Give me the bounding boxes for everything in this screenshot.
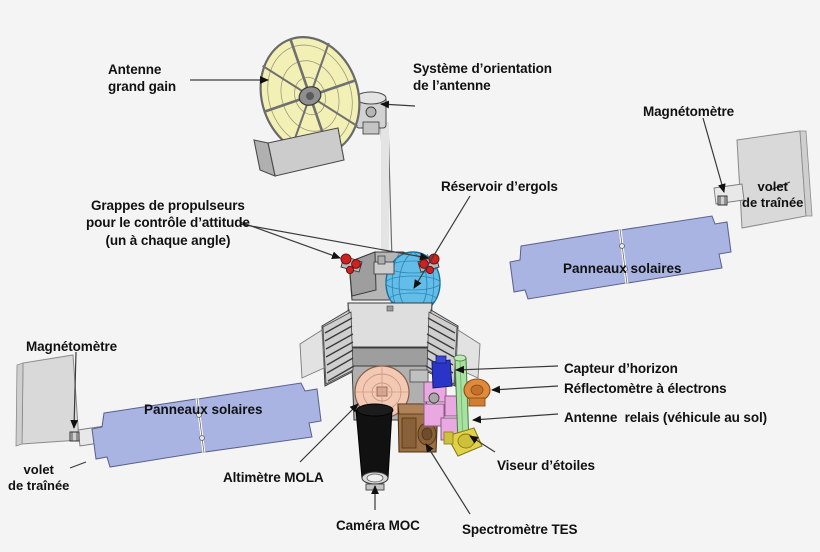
solar-wing-left <box>15 354 322 468</box>
leader-drag-flap-right <box>769 181 791 191</box>
deck-equipment-stub <box>377 255 386 265</box>
horizon-sensor <box>431 355 453 389</box>
leader-thruster-right <box>239 223 429 261</box>
magnetometer-right-sensor <box>717 195 728 206</box>
leader-horizon-sensor <box>455 365 559 374</box>
solar-panel-right-outer <box>620 215 732 284</box>
label-horizon-sensor: Capteur d’horizon <box>564 361 678 376</box>
leader-tes <box>425 443 471 515</box>
leader-thruster-left <box>239 221 341 259</box>
thruster-cluster-left <box>340 253 363 275</box>
solar-panel-right-hinge-line <box>619 228 628 285</box>
label-thruster-clusters: Grappes de propulseurs pour le contrôle … <box>86 198 250 248</box>
drag-flap-left-edge <box>15 362 24 447</box>
label-mola-altimeter: Altimètre MOLA <box>223 470 324 485</box>
moc-camera <box>355 403 394 491</box>
label-solar-panels-left: Panneaux solaires <box>144 402 263 417</box>
label-tes-spectrometer: Spectromètre TES <box>462 522 578 537</box>
leader-magnetometer-right <box>702 117 726 193</box>
antenna-backing-box-side <box>253 139 276 177</box>
hinge-fitting-left-2 <box>199 435 205 441</box>
label-high-gain-antenna: Antenne grand gain <box>108 62 177 95</box>
solar-panel-left-inner <box>197 382 322 453</box>
relay-antenna <box>453 354 470 445</box>
drag-flap-right-edge <box>799 130 813 217</box>
label-solar-panels-right: Panneaux solaires <box>563 261 682 276</box>
bus-face-fitting <box>386 305 394 312</box>
drag-flap-left <box>21 354 80 445</box>
label-moc-camera: Caméra MOC <box>336 518 420 533</box>
leader-drag-flap-left <box>69 461 87 469</box>
high-gain-antenna <box>253 36 393 261</box>
label-relay-antenna: Antenne relais (véhicule au sol) <box>564 410 768 425</box>
leader-electron-reflectometer <box>491 385 559 394</box>
payload-mount-bracket <box>409 369 429 383</box>
label-electron-reflectometer: Réflectomètre à électrons <box>564 381 727 396</box>
leader-star-scanner <box>469 435 496 453</box>
bus-lower-band <box>349 347 431 367</box>
leader-antenna-pointing <box>380 100 416 109</box>
instrument-payload <box>354 354 491 491</box>
magnetometer-left-sensor <box>69 431 80 442</box>
wing-strut-left <box>299 329 325 379</box>
label-star-scanner: Viseur d’étoiles <box>497 458 595 473</box>
label-drag-flap-left: volet de traînée <box>8 462 70 494</box>
label-propellant-tank: Réservoir d’ergols <box>441 179 558 194</box>
hinge-fitting-right-2 <box>622 266 628 272</box>
hinge-fitting-left-1 <box>196 412 202 418</box>
star-scanner <box>443 427 483 457</box>
label-magnetometer-left: Magnétomètre <box>26 339 118 354</box>
radiator-louvers-left <box>321 309 355 387</box>
label-antenna-pointing-system: Système d’orientation de l’antenne <box>413 61 552 94</box>
label-magnetometer-right: Magnétomètre <box>643 104 735 119</box>
antenna-dish <box>259 36 361 156</box>
leader-relay-antenna <box>472 413 559 424</box>
thruster-cluster-right <box>417 253 440 275</box>
leader-propellant-tank <box>413 195 471 289</box>
electron-reflectometer <box>463 378 491 407</box>
leader-magnetometer-left <box>70 351 79 429</box>
payload-hinge <box>428 392 440 404</box>
hinge-fitting-right-1 <box>619 243 625 249</box>
leader-mola <box>299 403 359 463</box>
antenna-pointing-gimbal <box>355 91 387 135</box>
label-drag-flap-right: volet de traînée <box>742 179 804 211</box>
callout-leader-lines <box>69 76 791 515</box>
solar-panel-left-hinge-line <box>196 397 205 454</box>
